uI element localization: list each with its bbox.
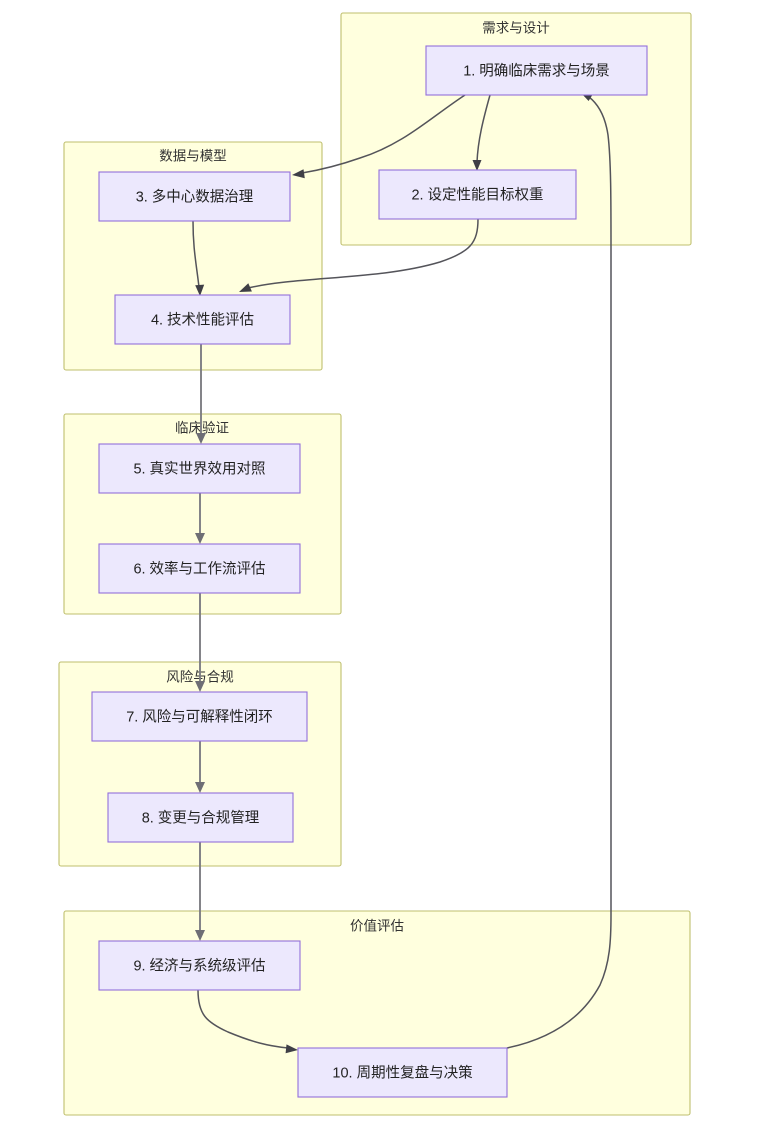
node-label-9: 9. 经济与系统级评估 [133, 957, 265, 974]
node-label-10: 10. 周期性复盘与决策 [332, 1063, 473, 1081]
node-economic-system-level-evaluation[interactable]: 9. 经济与系统级评估 [98, 940, 301, 991]
arrow-head-icon [196, 433, 206, 444]
edge-n6-to-n7 [195, 593, 205, 692]
node-efficiency-workflow-evaluation[interactable]: 6. 效率与工作流评估 [98, 543, 301, 594]
node-label-1: 1. 明确临床需求与场景 [463, 62, 610, 79]
node-rect[interactable] [114, 294, 291, 345]
node-rect[interactable] [98, 443, 301, 494]
edge-n5-to-n6 [195, 493, 205, 544]
node-label-7: 7. 风险与可解释性闭环 [126, 708, 273, 725]
node-label-6: 6. 效率与工作流评估 [133, 560, 265, 577]
node-rect[interactable] [91, 691, 308, 742]
edge-n1-to-n3 [292, 94, 466, 179]
cluster-label-data-model: 数据与模型 [159, 149, 227, 164]
node-risk-interpretability-loop[interactable]: 7. 风险与可解释性闭环 [91, 691, 308, 742]
node-label-4: 4. 技术性能评估 [151, 311, 254, 328]
edge-n8-to-n9 [195, 842, 205, 941]
edge-path [197, 989, 289, 1049]
edge-n9-to-n10 [197, 989, 298, 1054]
edge-n7-to-n8 [195, 741, 205, 793]
node-rect[interactable] [107, 792, 294, 843]
node-label-2: 2. 设定性能目标权重 [411, 186, 543, 203]
edge-path [192, 220, 200, 288]
node-set-performance-target-weights[interactable]: 2. 设定性能目标权重 [378, 169, 577, 220]
node-label-3: 3. 多中心数据治理 [136, 188, 254, 205]
edge-n1-to-n2 [472, 94, 491, 171]
edge-n4-to-n5 [196, 344, 206, 444]
node-rect[interactable] [425, 45, 648, 96]
node-rect[interactable] [98, 940, 301, 991]
arrow-head-icon [292, 169, 305, 179]
node-label-8: 8. 变更与合规管理 [142, 809, 260, 826]
node-rect[interactable] [98, 171, 291, 222]
arrow-head-icon [195, 930, 205, 941]
cluster-label-value-assessment: 价值评估 [350, 919, 404, 934]
edge-path [476, 94, 491, 163]
edge-n3-to-n4 [192, 220, 205, 296]
edge-path [301, 94, 466, 174]
node-rect[interactable] [378, 169, 577, 220]
node-technical-performance-evaluation[interactable]: 4. 技术性能评估 [114, 294, 291, 345]
node-multicenter-data-governance[interactable]: 3. 多中心数据治理 [98, 171, 291, 222]
node-real-world-utility-comparison[interactable]: 5. 真实世界效用对照 [98, 443, 301, 494]
edge-n2-to-n4 [239, 218, 479, 292]
arrow-head-icon [195, 533, 205, 544]
arrow-head-icon [195, 782, 205, 793]
arrow-head-icon [239, 283, 252, 292]
edge-path [506, 96, 612, 1049]
arrow-head-icon [195, 681, 205, 692]
node-rect[interactable] [297, 1047, 508, 1098]
arrow-head-icon [472, 160, 482, 171]
node-clarify-clinical-need[interactable]: 1. 明确临床需求与场景 [425, 45, 648, 96]
arrow-head-icon [195, 284, 205, 296]
node-label-5: 5. 真实世界效用对照 [133, 459, 265, 477]
node-rect[interactable] [98, 543, 301, 594]
cluster-label-requirements-design: 需求与设计 [482, 21, 550, 36]
node-periodic-review-decision[interactable]: 10. 周期性复盘与决策 [297, 1047, 508, 1098]
node-change-compliance-management[interactable]: 8. 变更与合规管理 [107, 792, 294, 843]
edge-path [247, 218, 479, 289]
cluster-label-clinical-validation: 临床验证 [175, 421, 229, 436]
arrow-head-icon [285, 1044, 298, 1054]
